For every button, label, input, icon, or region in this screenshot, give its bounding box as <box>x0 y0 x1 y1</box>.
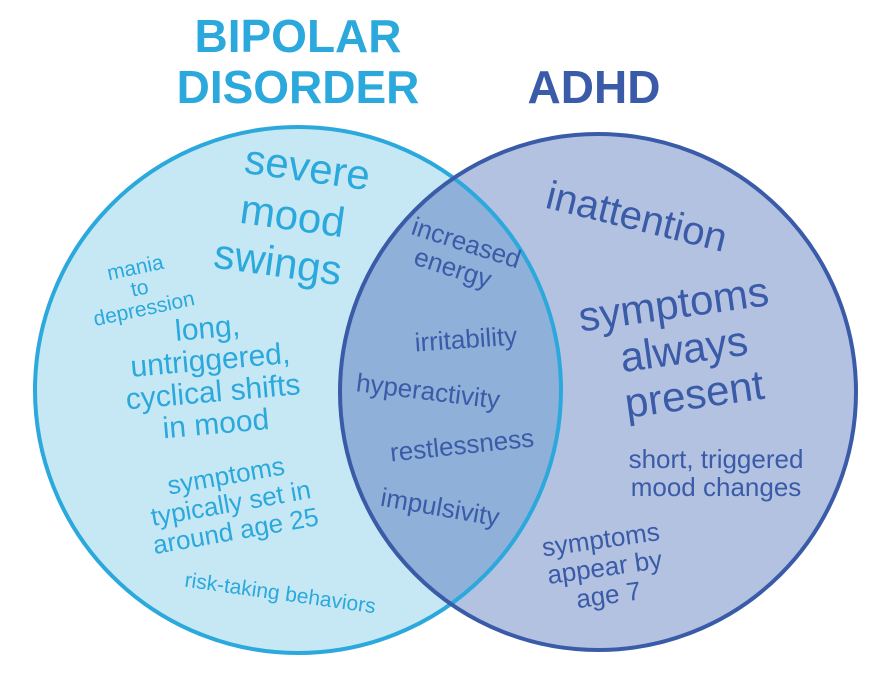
adhd-title: ADHD <box>528 61 661 113</box>
shifts-line1: long, <box>174 309 242 348</box>
adhd-circle-outline <box>338 132 858 652</box>
bipolar-circle-outline <box>33 125 563 655</box>
label-irritability: irritability <box>414 320 518 357</box>
bipolar-title-line2: DISORDER <box>177 61 420 113</box>
overlap-region <box>340 134 561 650</box>
bipolar-title-line1: BIPOLAR <box>195 10 402 62</box>
label-short-triggered: short, triggered mood changes <box>629 444 804 502</box>
mania-line2: to <box>129 275 151 301</box>
short-line1: short, triggered <box>629 444 804 474</box>
short-line2: mood changes <box>631 472 802 502</box>
